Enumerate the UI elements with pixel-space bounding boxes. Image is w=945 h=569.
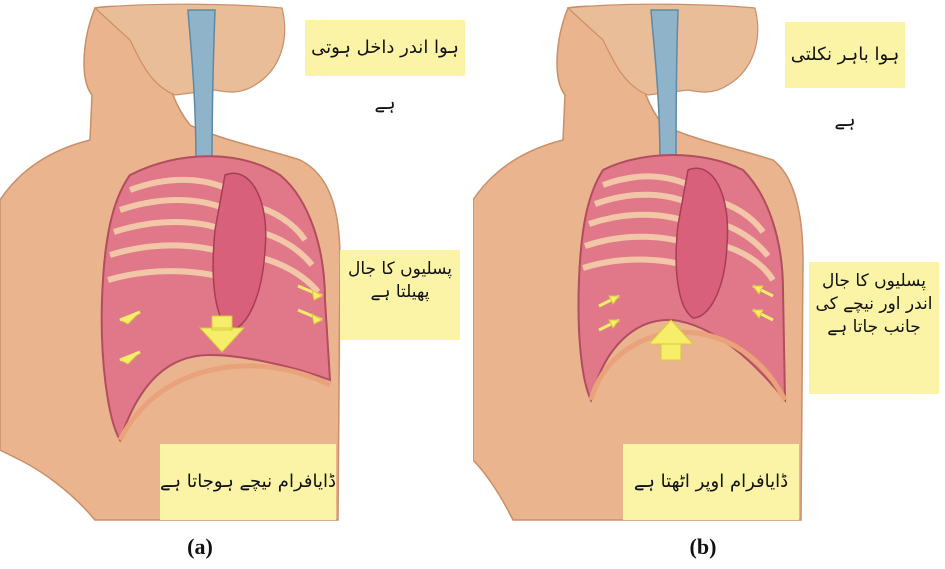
ribs-contract-label: پسلیوں کا جال اندر اور نیچے کی جانب جاتا… [809, 262, 939, 394]
ribs-expand-line1: پسلیوں کا جال [340, 258, 460, 281]
panel-a-inhalation: ہوا اندر داخل ہوتی ہے پسلیوں کا جال پھیل… [0, 0, 472, 569]
ribs-contract-line3: جانب جاتا ہے [809, 316, 939, 339]
caption-a: (a) [170, 534, 230, 560]
ribs-expand-label: پسلیوں کا جال پھیلتا ہے [340, 250, 460, 340]
diaphragm-up-label: ڈایافرام اوپر اٹھتا ہے [623, 444, 799, 520]
panel-b-exhalation: ہوا باہر نکلتی ہے پسلیوں کا جال اندر اور… [473, 0, 945, 569]
air-out-label: ہوا باہر نکلتی ہے [785, 22, 905, 88]
ribs-contract-line2: اندر اور نیچے کی [809, 293, 939, 316]
air-in-label: ہوا اندر داخل ہوتی ہے [305, 20, 465, 76]
diaphragm-up-text: ڈایافرام اوپر اٹھتا ہے [634, 471, 788, 492]
diaphragm-down-label: ڈایافرام نیچے ہوجاتا ہے [160, 444, 336, 520]
ribs-expand-line2: پھیلتا ہے [340, 281, 460, 304]
diaphragm-down-text: ڈایافرام نیچے ہوجاتا ہے [160, 471, 336, 492]
ribs-contract-line1: پسلیوں کا جال [809, 270, 939, 293]
caption-b: (b) [673, 534, 733, 560]
